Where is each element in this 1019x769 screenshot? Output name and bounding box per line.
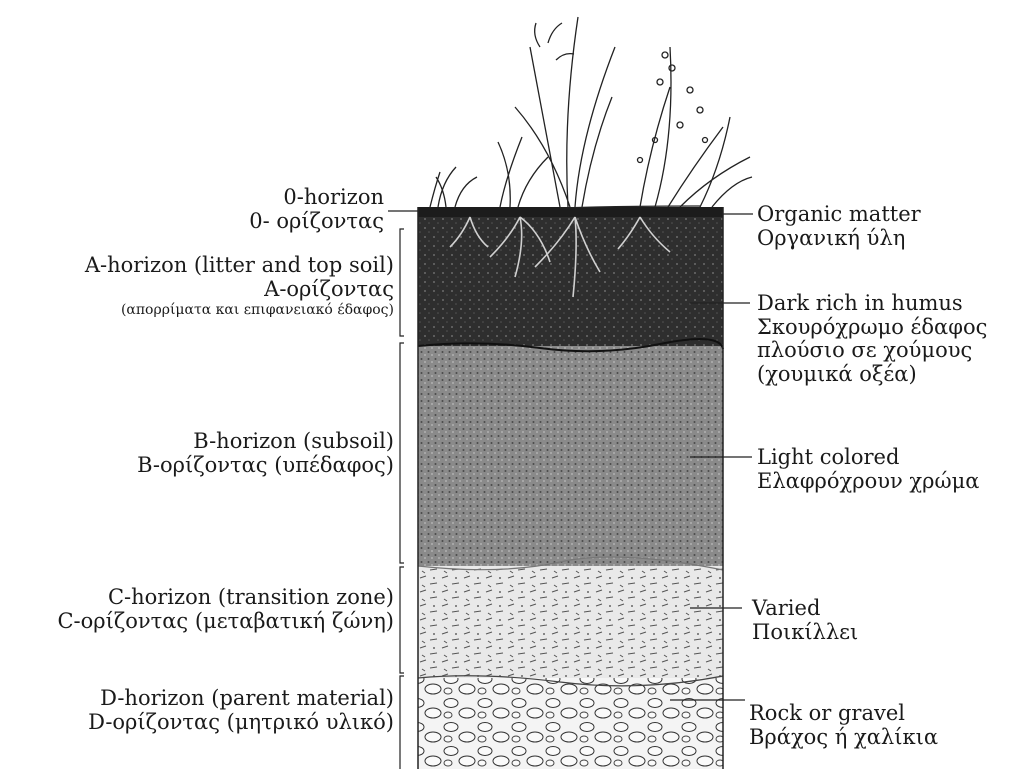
light-el: Ελαφρόχρουν χρώμα	[757, 470, 979, 494]
a-horizon-el: A-ορίζοντας	[85, 278, 394, 302]
o-horizon-en: 0-horizon	[249, 186, 384, 210]
a-horizon-label: A-horizon (litter and top soil) A-ορίζον…	[85, 254, 394, 319]
organic-matter-label: Organic matter Οργανική ύλη	[757, 203, 921, 250]
d-horizon-bracket	[400, 676, 404, 769]
c-horizon-el: C-ορίζοντας (μεταβατική ζώνη)	[57, 610, 394, 634]
rock-gravel-label: Rock or gravel Βράχος ή χαλίκια	[749, 702, 938, 749]
dark-el2: πλούσιο σε χούμους	[757, 339, 987, 363]
rock-el: Βράχος ή χαλίκια	[749, 726, 938, 750]
light-en: Light colored	[757, 446, 979, 470]
c-horizon-label: C-horizon (transition zone) C-ορίζοντας …	[57, 586, 394, 633]
o-horizon-el: 0- ορίζοντας	[249, 210, 384, 234]
a-horizon-layer	[418, 216, 723, 346]
soil-column	[418, 207, 723, 769]
o-horizon-layer	[418, 207, 723, 217]
dark-en: Dark rich in humus	[757, 292, 987, 316]
dark-humus-label: Dark rich in humus Σκουρόχρωμο έδαφος πλ…	[757, 292, 987, 386]
organic-el: Οργανική ύλη	[757, 227, 921, 251]
d-horizon-label: D-horizon (parent material) D-ορίζοντας …	[88, 687, 394, 734]
surface-plants	[430, 17, 752, 208]
d-horizon-en: D-horizon (parent material)	[88, 687, 394, 711]
o-horizon-label: 0-horizon 0- ορίζοντας	[249, 186, 384, 233]
varied-en: Varied	[752, 597, 858, 621]
varied-label: Varied Ποικίλλει	[752, 597, 858, 644]
varied-el: Ποικίλλει	[752, 621, 858, 645]
d-horizon-el: D-ορίζοντας (μητρικό υλικό)	[88, 711, 394, 735]
organic-en: Organic matter	[757, 203, 921, 227]
d-horizon-layer	[418, 678, 723, 769]
light-colored-label: Light colored Ελαφρόχρουν χρώμα	[757, 446, 979, 493]
b-horizon-en: B-horizon (subsoil)	[137, 430, 394, 454]
a-horizon-en: A-horizon (litter and top soil)	[85, 254, 394, 278]
b-horizon-el: B-ορίζοντας (υπέδαφος)	[137, 454, 394, 478]
b-horizon-bracket	[400, 343, 404, 563]
a-horizon-el-note: (απορρίματα και επιφανειακό έδαφος)	[85, 303, 394, 319]
c-horizon-layer	[418, 566, 723, 678]
b-horizon-layer	[418, 346, 723, 566]
c-horizon-bracket	[400, 567, 404, 673]
b-horizon-label: B-horizon (subsoil) B-ορίζοντας (υπέδαφο…	[137, 430, 394, 477]
c-horizon-en: C-horizon (transition zone)	[57, 586, 394, 610]
dark-el3: (χουμικά οξέα)	[757, 363, 987, 387]
dark-el: Σκουρόχρωμο έδαφος	[757, 316, 987, 340]
rock-en: Rock or gravel	[749, 702, 938, 726]
a-horizon-bracket	[400, 229, 404, 336]
